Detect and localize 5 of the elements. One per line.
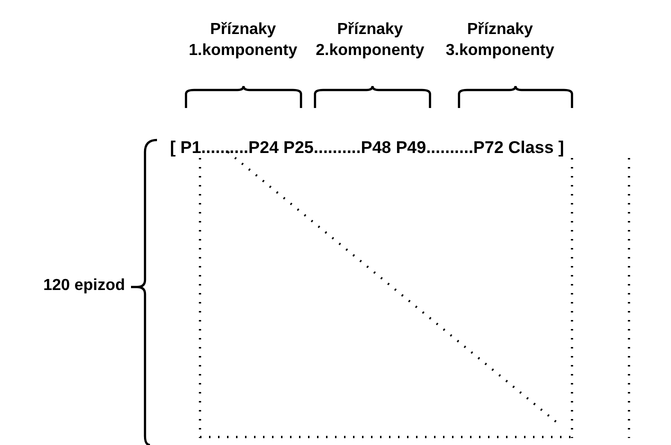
column-group-label: Příznaky 2.komponenty bbox=[314, 20, 426, 61]
row-count-label: 120 epizod bbox=[42, 276, 125, 296]
column-group-label: Příznaky 1.komponenty bbox=[188, 20, 298, 61]
vector-header: [ P1..........P24 P25..........P48 P49..........P72 Class ] bbox=[170, 137, 566, 159]
column-group-label: Příznaky 3.komponenty bbox=[444, 20, 556, 61]
